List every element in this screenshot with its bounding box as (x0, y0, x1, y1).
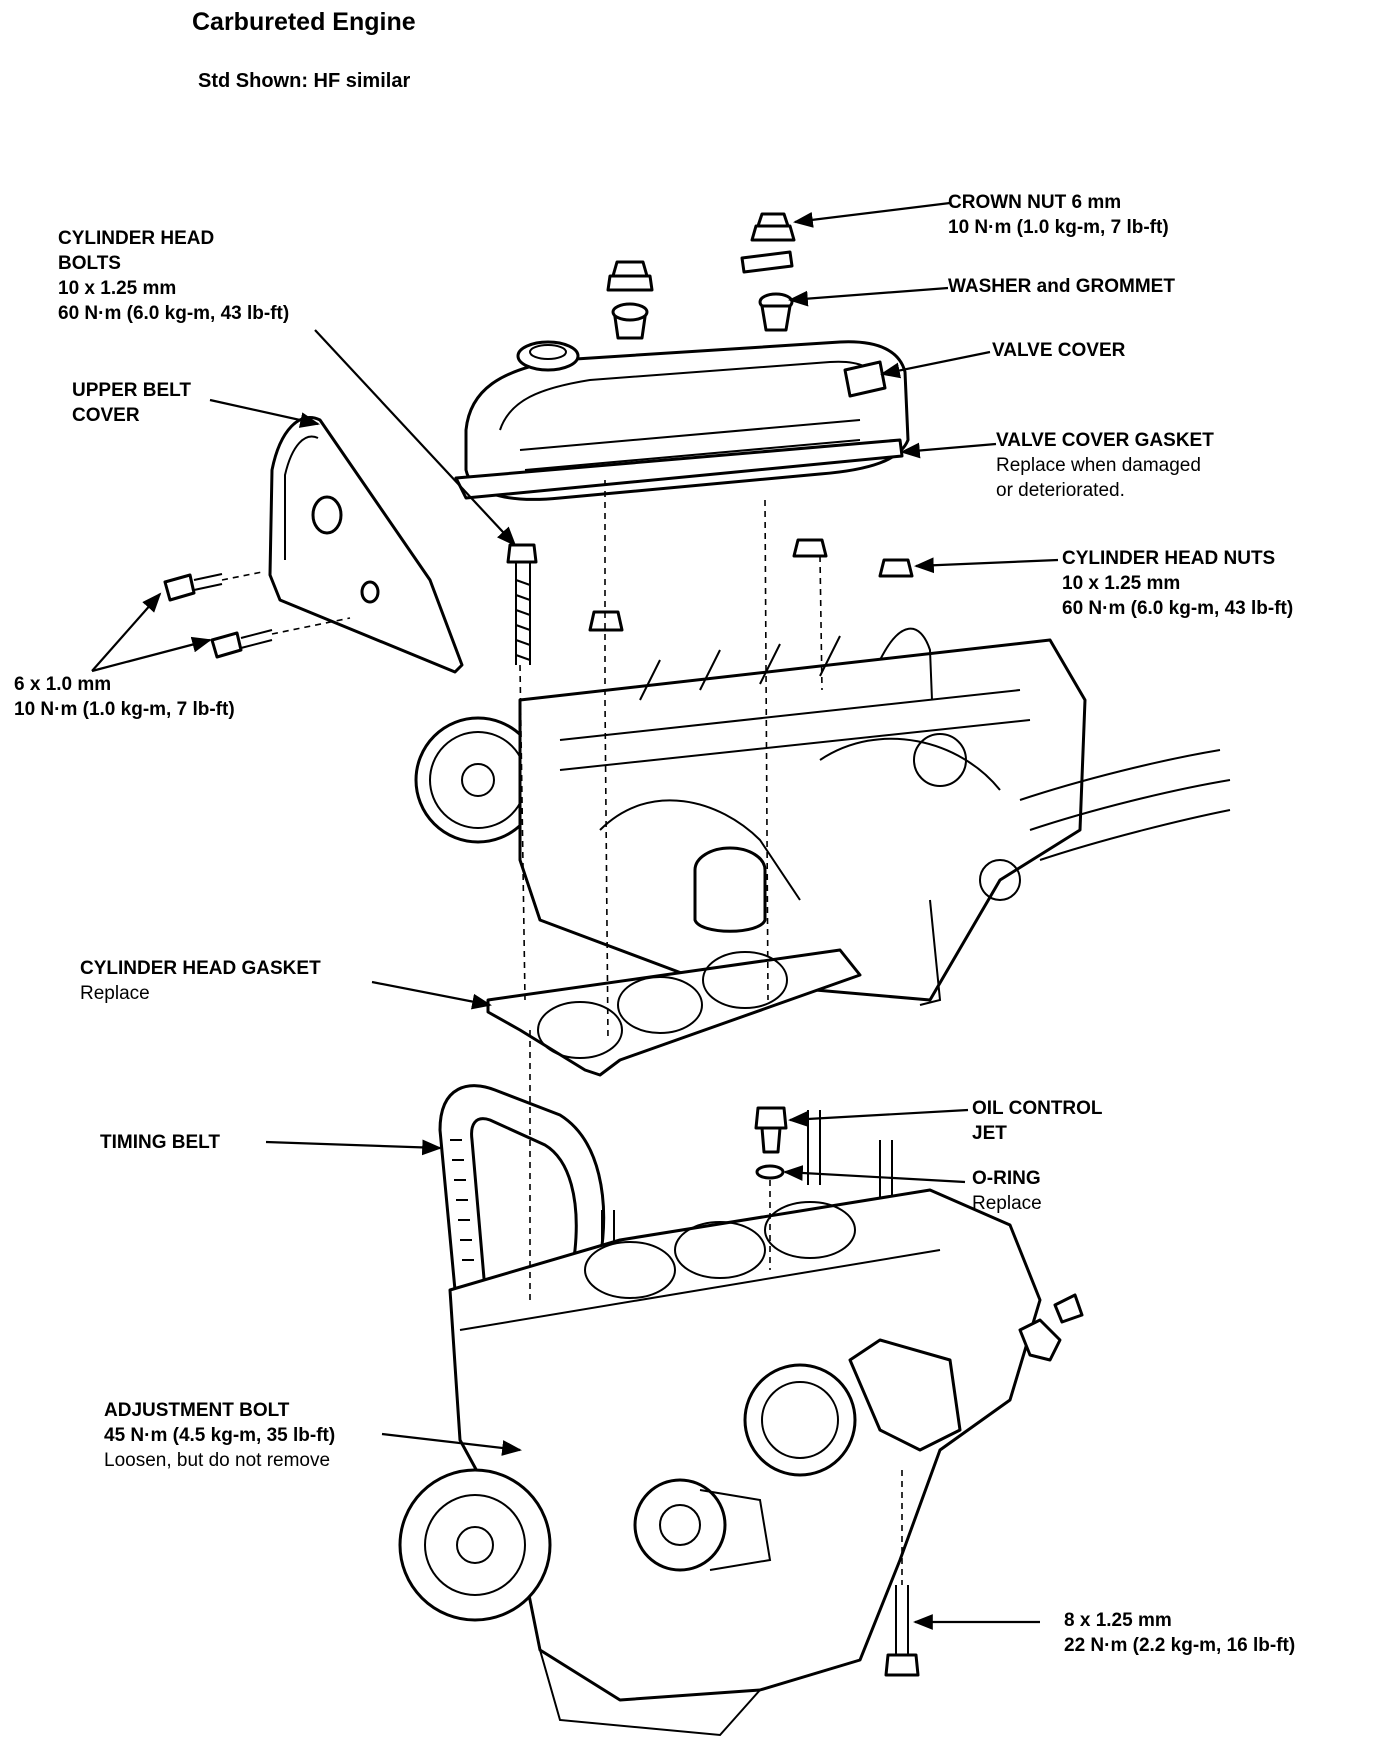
label-washer-grommet: WASHER and GROMMET (948, 276, 1175, 297)
label-cylinder-head-bolts: CYLINDER HEAD BOLTS 10 x 1.25 mm 60 N·m … (58, 228, 290, 324)
left-nut-drawing (606, 260, 654, 340)
label-mount-bolt: 8 x 1.25 mm 22 N·m (2.2 kg-m, 16 lb-ft) (1064, 1610, 1296, 1656)
label-oil-control-jet: OIL CONTROL JET (972, 1098, 1103, 1144)
label-upper-belt-cover: UPPER BELT COVER (72, 380, 191, 426)
label-cylinder-head-gasket: CYLINDER HEAD GASKET Replace (80, 958, 321, 1004)
label-valve-cover-gasket: VALVE COVER GASKET Replace when damaged … (996, 430, 1214, 501)
valve-cover-drawing (454, 340, 910, 501)
label-o-ring: O-RING Replace (972, 1168, 1042, 1214)
label-cylinder-head-nuts: CYLINDER HEAD NUTS 10 x 1.25 mm 60 N·m (… (1062, 548, 1294, 619)
head-bolt-drawing (506, 543, 538, 665)
label-crown-nut: CROWN NUT 6 mm 10 N·m (1.0 kg-m, 7 lb-ft… (948, 192, 1169, 238)
cylinder-head-drawing (414, 627, 1231, 1006)
leader-lines (91, 201, 1059, 1630)
engine-block-drawing (398, 1188, 1084, 1737)
head-gasket-drawing (486, 948, 862, 1077)
label-timing-belt: TIMING BELT (100, 1132, 220, 1153)
head-nuts-drawing (588, 538, 914, 632)
label-adjustment-bolt: ADJUSTMENT BOLT 45 N·m (4.5 kg-m, 35 lb-… (104, 1400, 336, 1471)
label-belt-cover-bolts: 6 x 1.0 mm 10 N·m (1.0 kg-m, 7 lb-ft) (14, 674, 235, 720)
belt-cover-bolts-drawing (163, 571, 351, 659)
label-valve-cover: VALVE COVER (992, 340, 1126, 361)
mount-bolt-drawing (884, 1585, 920, 1677)
alignment-lines (519, 480, 903, 1585)
page-title: Carbureted Engine (192, 8, 416, 36)
page-subtitle: Std Shown: HF similar (198, 70, 411, 92)
crown-nut-drawing (740, 212, 796, 332)
